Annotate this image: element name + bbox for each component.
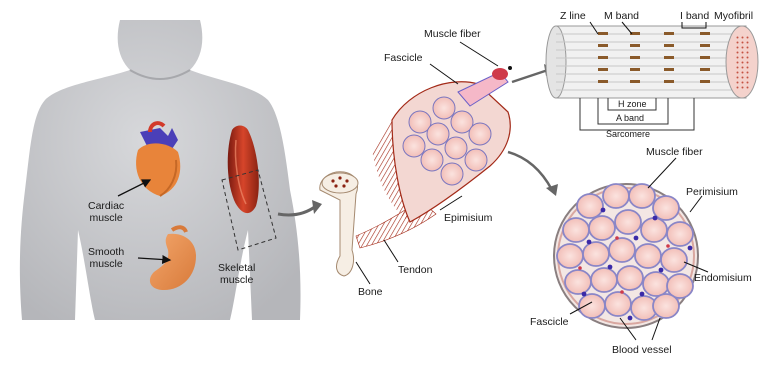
label-a-band: A band — [616, 112, 644, 124]
label-m-band: M band — [604, 10, 639, 22]
label-epimisium: Epimisium — [444, 212, 492, 224]
label-myofibril: Myofibril — [714, 10, 753, 22]
flow-arrow-3 — [508, 152, 552, 190]
label-fascicle-cs: Fascicle — [530, 316, 569, 328]
label-skeletal-muscle: Skeletal muscle — [218, 262, 255, 286]
label-fascicle-top: Fascicle — [384, 52, 423, 64]
label-endomisium: Endomisium — [694, 272, 752, 284]
label-z-line: Z line — [560, 10, 586, 22]
bone-icon — [320, 172, 358, 276]
flow-arrow-2 — [512, 70, 548, 82]
label-sarcomere: Sarcomere — [606, 128, 650, 140]
label-blood-vessel: Blood vessel — [612, 344, 672, 356]
label-smooth-muscle: Smooth muscle — [88, 246, 124, 270]
label-muscle-fiber-cs: Muscle fiber — [646, 146, 703, 158]
cross-section — [554, 184, 698, 328]
label-tendon: Tendon — [398, 264, 432, 276]
label-cardiac-muscle: Cardiac muscle — [88, 200, 124, 224]
muscle-bundle — [372, 66, 512, 222]
label-muscle-fiber-top: Muscle fiber — [424, 28, 481, 40]
label-h-zone: H zone — [618, 98, 647, 110]
label-bone: Bone — [358, 286, 383, 298]
label-i-band: I band — [680, 10, 709, 22]
myofibril-section — [546, 22, 758, 130]
label-perimisium: Perimisium — [686, 186, 738, 198]
